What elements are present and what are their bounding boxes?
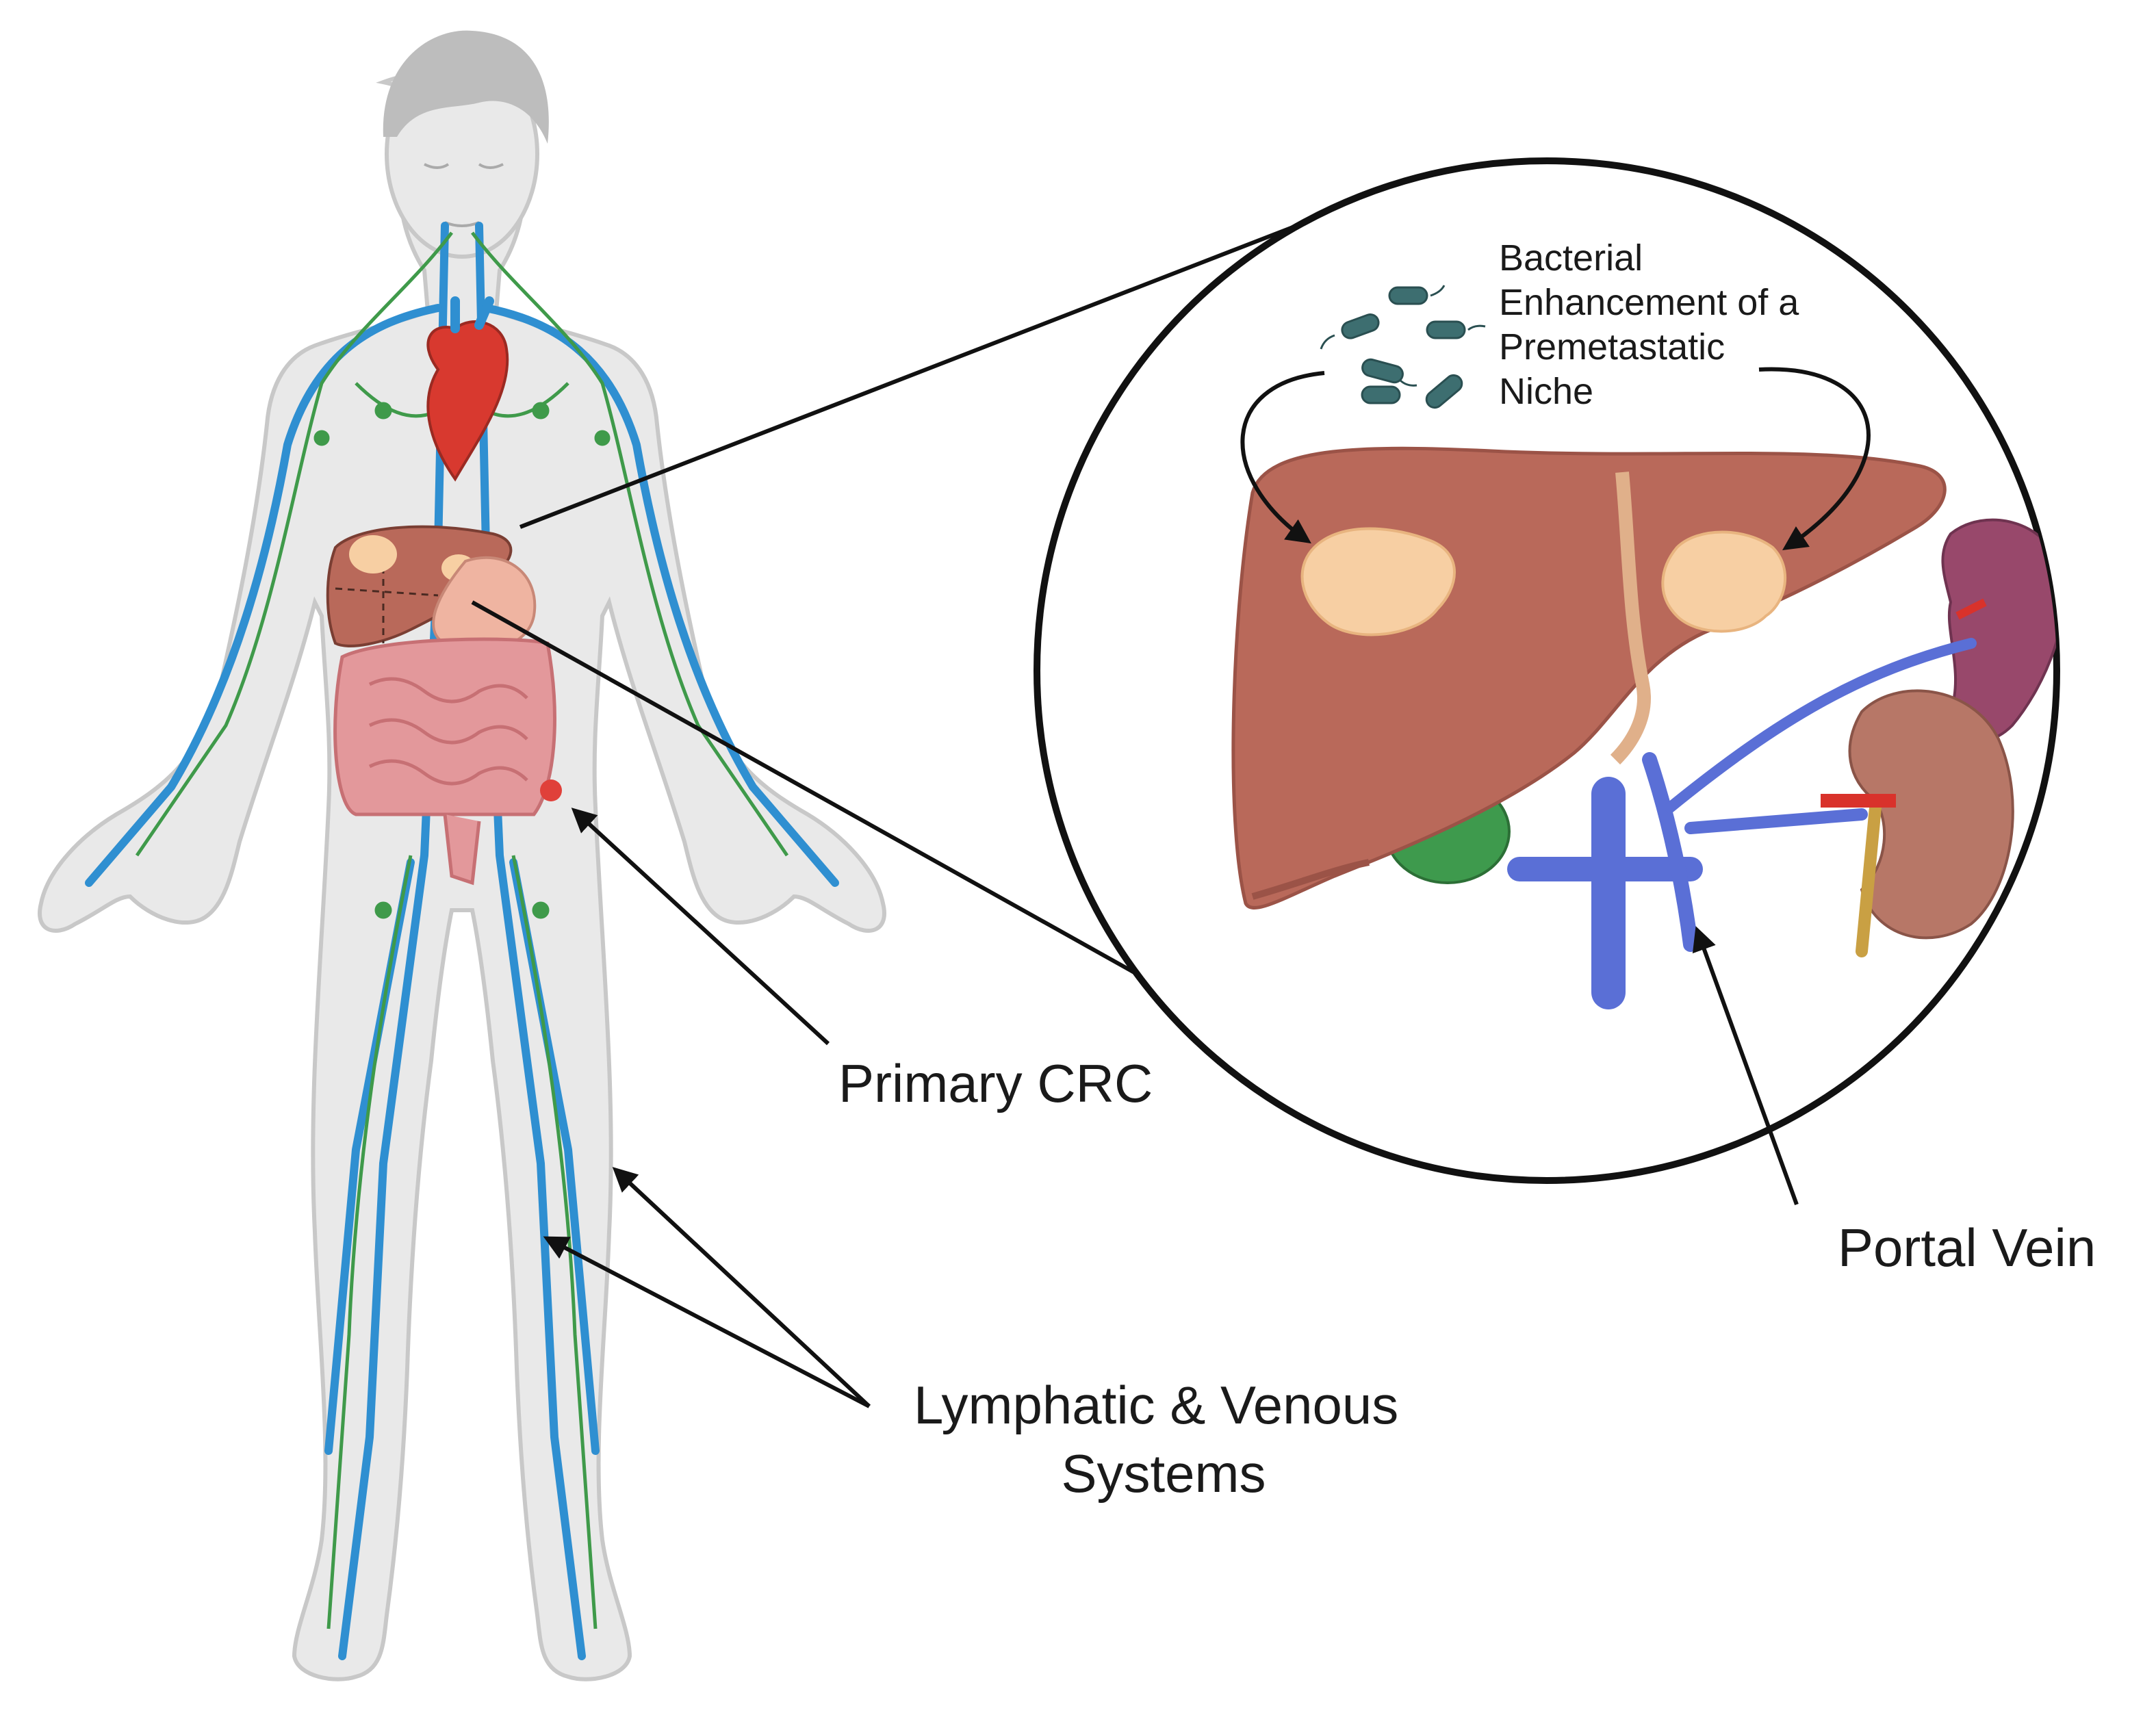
zoom-circle: [1034, 157, 2060, 1184]
intestines: [333, 637, 562, 886]
bacterial-line-1: Bacterial: [1499, 237, 1643, 279]
lymphatic-system: [135, 231, 789, 1629]
metastasis-left: [1300, 527, 1456, 636]
bacteria-arrows: [1240, 367, 1871, 550]
lymphatic-label: Lymphatic & Venous Systems: [914, 1375, 1413, 1504]
bacterial-line-2: Enhancement of a: [1499, 282, 1799, 323]
venous-system: [85, 222, 839, 1660]
bacteria-icon: [1320, 285, 1486, 409]
lymphatic-line-2: Systems: [1061, 1443, 1266, 1504]
portal-vein-vessels: [1507, 638, 1977, 1009]
bacterial-label: Bacterial Enhancement of a Premetastatic…: [1499, 237, 1809, 412]
heart-icon: [426, 320, 509, 482]
portal-vein-label: Portal Vein: [1838, 1217, 2096, 1278]
bacterial-line-3: Premetastatic: [1499, 326, 1725, 368]
primary-tumor: [540, 779, 562, 801]
hair: [383, 30, 549, 144]
human-body-icon: [38, 30, 886, 1681]
metastasis-right: [1661, 530, 1787, 633]
primary-crc-label: Primary CRC: [838, 1053, 1153, 1113]
pointer-arrows: [543, 808, 1799, 1408]
lymphatic-line-1: Lymphatic & Venous: [914, 1375, 1398, 1435]
bacterial-line-4: Niche: [1499, 371, 1593, 412]
